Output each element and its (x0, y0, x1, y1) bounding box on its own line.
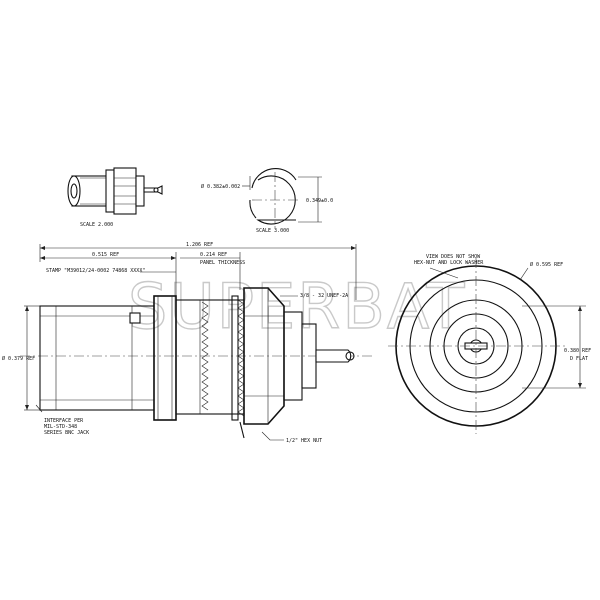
diameter-382-label: Ø 0.382±0.002 (201, 183, 240, 190)
side-view-dimensions (24, 244, 357, 441)
dim-349-label: 0.349±0.0 (306, 198, 333, 204)
d-flat-label: D FLAT (570, 356, 588, 362)
scale-3-label: SCALE 3.000 (256, 228, 289, 234)
connector-thumbnail-icon (67, 167, 163, 215)
hex-nut-label: 1/2" HEX NUT (286, 438, 322, 444)
overall-length-label: 1.206 REF (186, 242, 213, 248)
panel-ref-label: 0.214 REF (200, 252, 227, 258)
watermark: SUPERBAT (128, 270, 466, 343)
panel-thickness-label: PANEL THICKNESS (200, 260, 245, 266)
interface-line-3: SERIES BNC JACK (44, 430, 89, 436)
view-note-line-1: VIEW DOES NOT SHOW (426, 254, 481, 260)
thread-spec-label: 3/8 - 32 UNEF-2A (300, 293, 348, 299)
diameter-595-label: Ø 0.595 REF (530, 261, 563, 268)
interface-line-1: INTERFACE PER (44, 418, 84, 424)
view-note-line-2: HEX-NUT AND LOCK WASHER (414, 260, 484, 266)
dflat-detail (242, 168, 322, 228)
scale-2-label: SCALE 2.000 (80, 222, 113, 228)
diameter-379-label: Ø 0.379 REF (2, 355, 35, 362)
connector-front-view (388, 258, 586, 434)
stamp-label: STAMP "M39012/24-0002 74868 XXXX" (46, 268, 145, 274)
interface-line-2: MIL-STD-348 (44, 424, 77, 430)
connector-side-view (20, 287, 372, 439)
flat-ref-label: 0.380 REF (564, 348, 591, 354)
ref-515-label: 0.515 REF (92, 252, 119, 258)
